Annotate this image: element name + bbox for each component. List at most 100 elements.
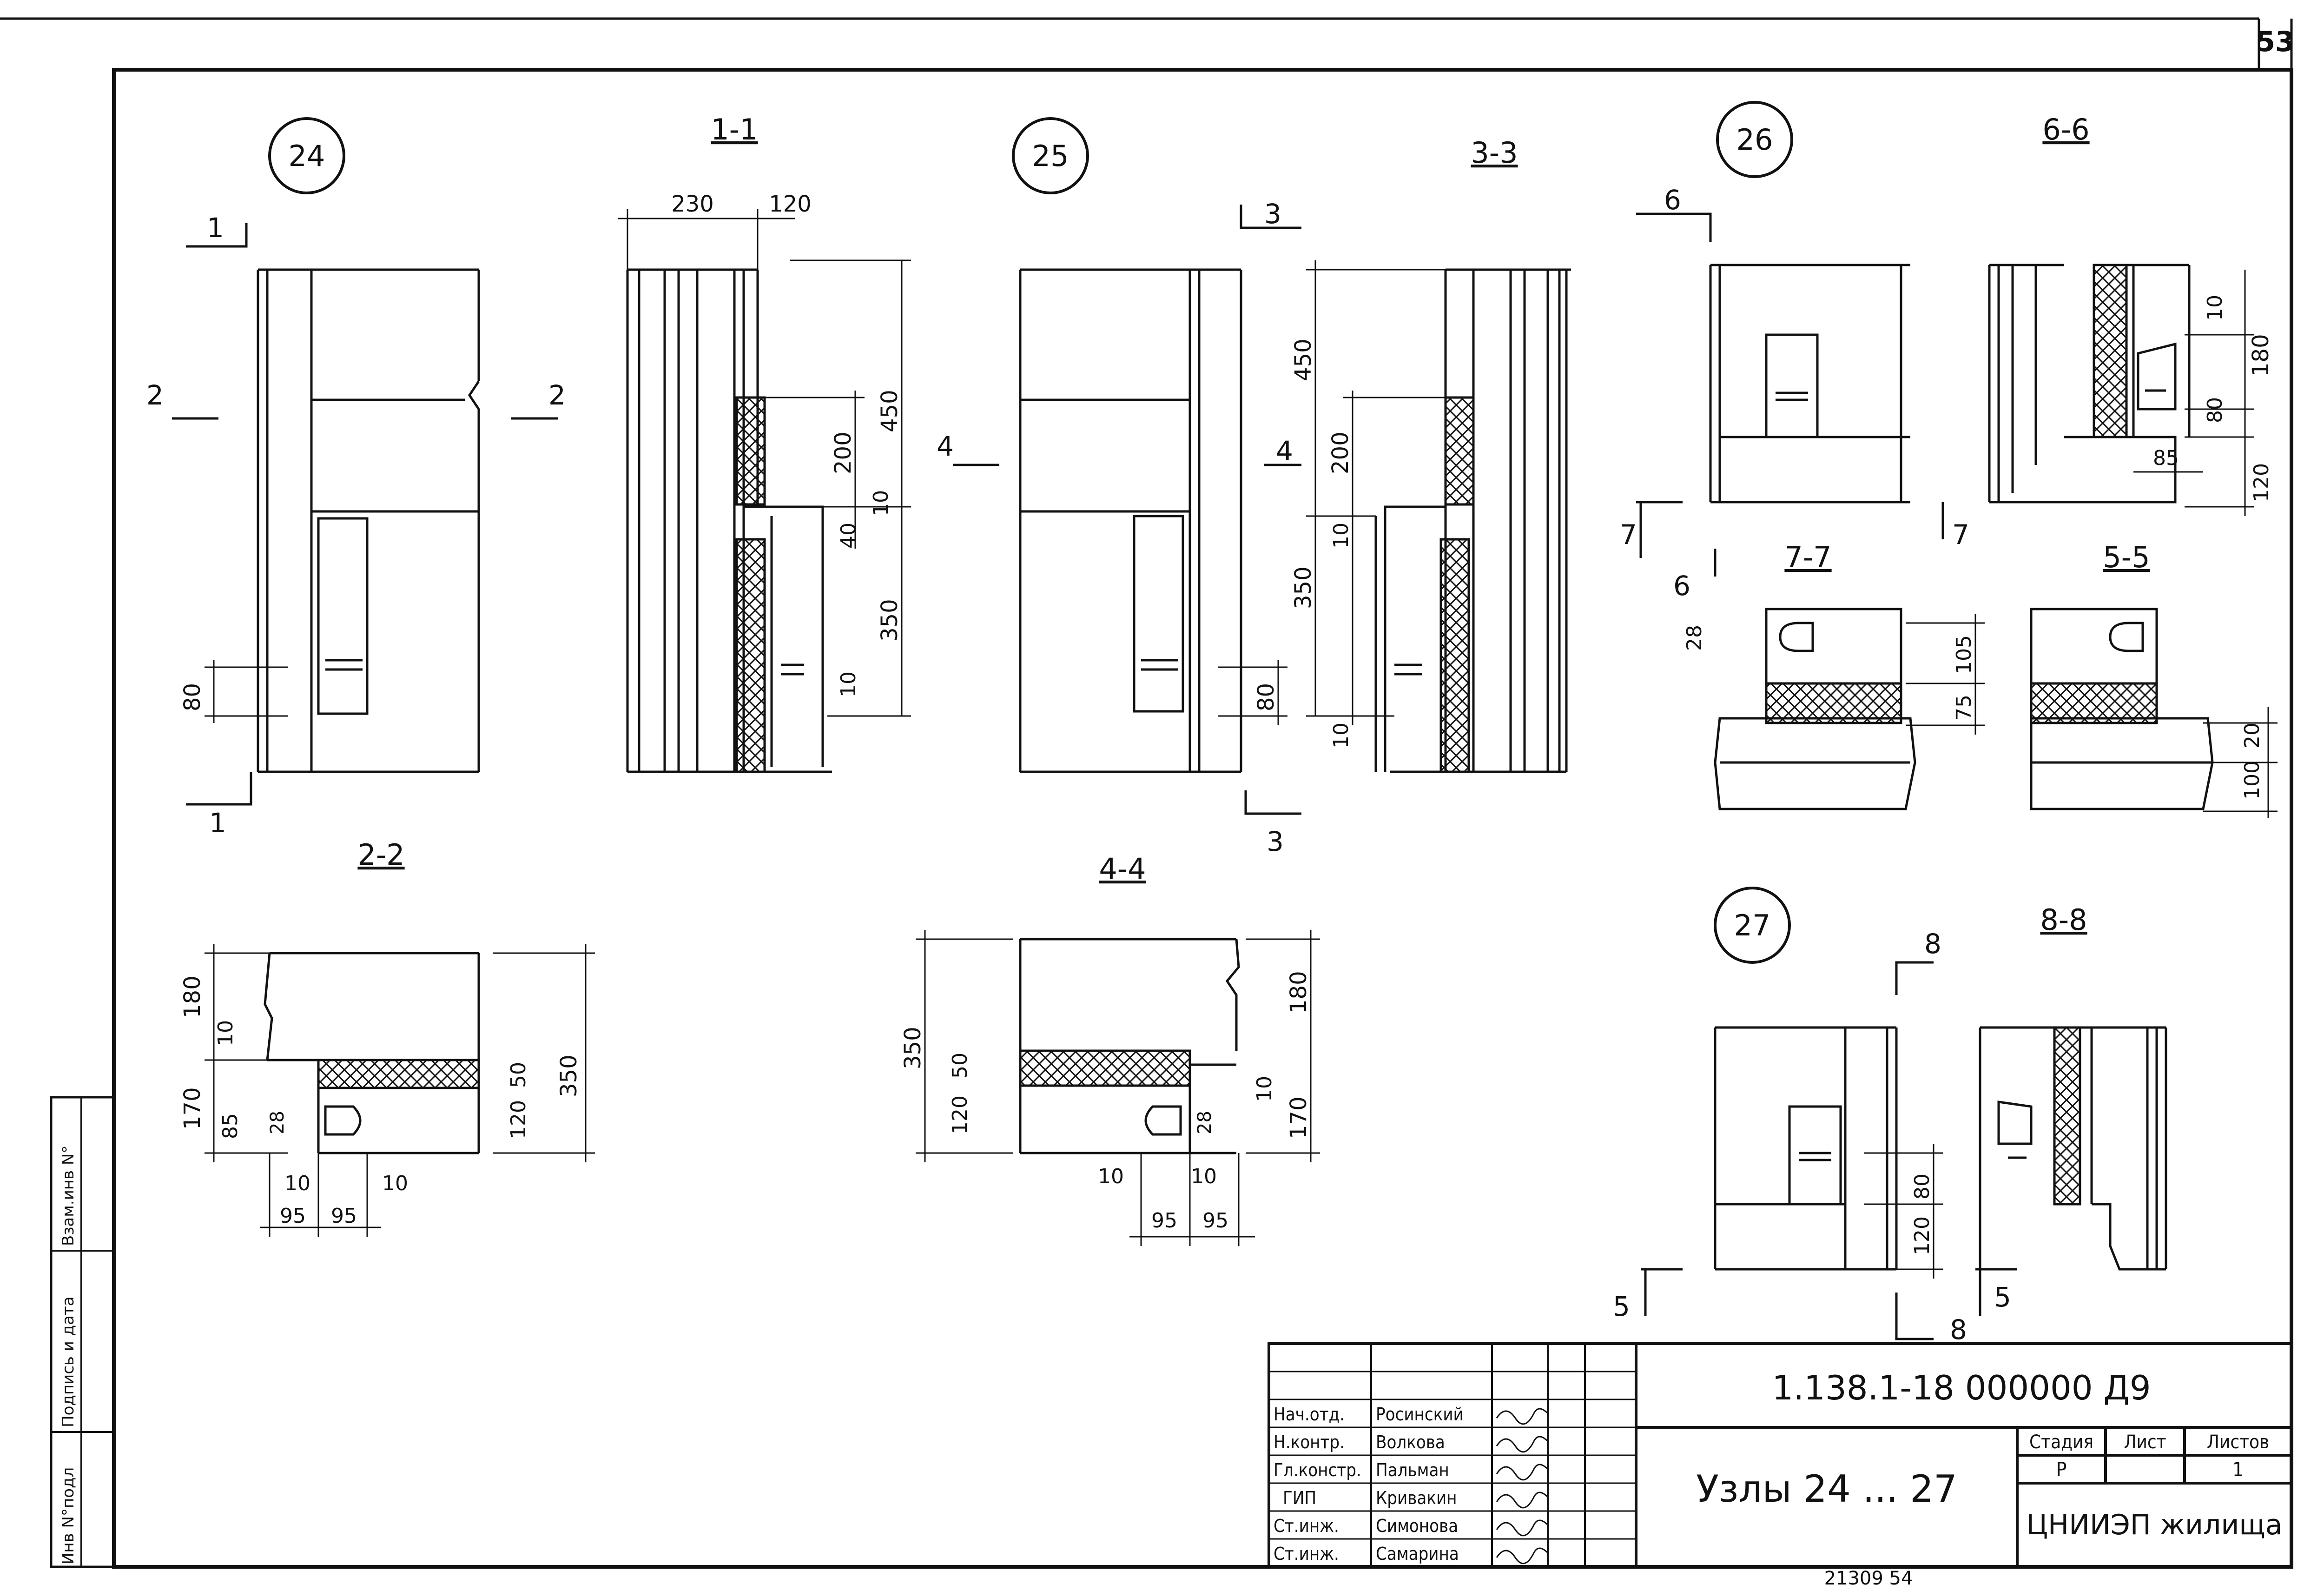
node-27-circle bbox=[1714, 887, 1791, 964]
cut-mark-6-top: 6 bbox=[1664, 184, 1681, 216]
dim-1-1-350: 350 bbox=[877, 599, 903, 642]
dim-4-4-95-right: 95 bbox=[1202, 1209, 1228, 1233]
drawing-title: Узлы 24 ... 27 bbox=[1696, 1467, 1957, 1511]
node-26-elevation bbox=[1636, 101, 1944, 577]
sig-role-1: Нач.отд. bbox=[1274, 1404, 1345, 1425]
cut-mark-8-top: 8 bbox=[1924, 928, 1941, 960]
section-5-5-title: 5-5 bbox=[2103, 540, 2150, 574]
organization: ЦНИИЭП жилища bbox=[2026, 1509, 2282, 1541]
signature-mark-1 bbox=[1496, 1408, 1549, 1425]
section-6-6 bbox=[1988, 264, 2254, 516]
sig-name-2: Волкова bbox=[1376, 1432, 1445, 1452]
dim-4-4-10-right: 10 bbox=[1191, 1165, 1217, 1188]
dim-3-3-10b: 10 bbox=[1329, 723, 1353, 749]
side-stamp: Инв N°подл Подпись и дата Взам.инв N° bbox=[59, 1146, 78, 1564]
signature-rows: Нач.отд. Росинский Н.контр. Волкова Гл.к… bbox=[1274, 1404, 1549, 1564]
node-26-circle bbox=[1716, 101, 1793, 178]
sheets-header: Листов bbox=[2207, 1432, 2269, 1453]
dim-3-3-200: 200 bbox=[1327, 431, 1353, 474]
dim-25-80: 80 bbox=[1253, 683, 1279, 711]
dim-4-4-350: 350 bbox=[900, 1027, 926, 1069]
dim-1-1-120: 120 bbox=[769, 191, 812, 217]
signature-mark-6 bbox=[1496, 1547, 1549, 1564]
dim-4-4-180: 180 bbox=[1286, 971, 1312, 1014]
sheet-code: 21309 54 bbox=[1824, 1568, 1913, 1589]
dim-2-2-120: 120 bbox=[507, 1100, 530, 1139]
dim-3-3-10: 10 bbox=[1329, 523, 1353, 549]
section-1-1 bbox=[618, 209, 911, 773]
cut-mark-1-top: 1 bbox=[207, 212, 224, 244]
dim-4-4-95-left: 95 bbox=[1151, 1209, 1177, 1233]
section-4-4-title: 4-4 bbox=[1099, 852, 1146, 886]
cut-mark-2-left: 2 bbox=[146, 379, 164, 411]
sig-name-5: Симонова bbox=[1376, 1516, 1458, 1536]
node-25-elevation bbox=[953, 117, 1301, 815]
dim-1-1-40: 40 bbox=[837, 523, 860, 549]
node-24-label: 24 bbox=[289, 139, 325, 173]
section-1-1-title: 1-1 bbox=[711, 113, 758, 146]
sheet-frame bbox=[0, 17, 2293, 1569]
dim-2-2-85: 85 bbox=[218, 1113, 242, 1139]
section-7-7-title: 7-7 bbox=[1784, 540, 1831, 574]
stage-value: Р bbox=[2056, 1458, 2067, 1481]
dim-2-2-350: 350 bbox=[556, 1054, 582, 1097]
node-24-elevation bbox=[172, 117, 558, 806]
cut-mark-8-bottom: 8 bbox=[1950, 1314, 1967, 1346]
signature-mark-5 bbox=[1496, 1519, 1549, 1537]
side-stamp-sign: Подпись и дата bbox=[59, 1296, 78, 1427]
sheet-header: Лист bbox=[2124, 1432, 2166, 1453]
dim-3-3-350: 350 bbox=[1290, 566, 1316, 609]
dim-4-4-28: 28 bbox=[1194, 1111, 1215, 1134]
dim-6-6-180: 180 bbox=[2248, 334, 2274, 377]
title-block bbox=[1268, 1342, 2293, 1568]
cut-mark-5-left: 5 bbox=[1613, 1291, 1630, 1322]
dim-2-2-95-left: 95 bbox=[280, 1204, 306, 1228]
cut-mark-3-top: 3 bbox=[1264, 198, 1281, 230]
dim-1-1-10b: 10 bbox=[837, 671, 860, 697]
dim-6-6-80: 80 bbox=[2203, 397, 2227, 423]
section-2-2 bbox=[205, 944, 595, 1237]
sheet-number: 53 bbox=[2256, 26, 2295, 58]
section-3-3-title: 3-3 bbox=[1471, 136, 1518, 170]
sig-name-4: Кривакин bbox=[1376, 1488, 1457, 1508]
cut-mark-1-bottom: 1 bbox=[209, 807, 226, 839]
dim-6-6-120: 120 bbox=[2250, 463, 2273, 502]
cut-mark-6-bottom: 6 bbox=[1673, 570, 1690, 602]
dim-1-1-230: 230 bbox=[671, 191, 714, 217]
node-26-label: 26 bbox=[1736, 123, 1773, 157]
sig-role-3: Гл.констр. bbox=[1274, 1460, 1361, 1480]
dim-27-120: 120 bbox=[1910, 1216, 1934, 1255]
dim-4-4-120: 120 bbox=[948, 1095, 972, 1134]
sig-role-5: Ст.инж. bbox=[1274, 1516, 1339, 1536]
section-8-8 bbox=[1979, 1026, 2167, 1271]
dim-6-6-85: 85 bbox=[2153, 446, 2179, 470]
section-7-7 bbox=[1714, 608, 1985, 810]
node-24-circle bbox=[268, 117, 345, 194]
dim-1-1-450: 450 bbox=[877, 390, 903, 432]
dim-24-80: 80 bbox=[179, 683, 205, 711]
sig-role-6: Ст.инж. bbox=[1274, 1544, 1339, 1564]
section-8-8-title: 8-8 bbox=[2040, 903, 2087, 937]
sig-name-3: Пальман bbox=[1376, 1460, 1449, 1480]
dim-4-4-10-left: 10 bbox=[1098, 1165, 1124, 1188]
cut-mark-5-right: 5 bbox=[1994, 1281, 2011, 1313]
dim-3-3-450: 450 bbox=[1290, 338, 1316, 381]
sig-name-6: Самарина bbox=[1376, 1544, 1459, 1564]
dim-2-2-180: 180 bbox=[179, 975, 205, 1018]
cut-mark-7-right: 7 bbox=[1952, 519, 1969, 550]
dim-5-5-100: 100 bbox=[2240, 761, 2264, 800]
dim-7-7-28: 28 bbox=[1683, 625, 1706, 651]
section-4-4 bbox=[916, 930, 1320, 1246]
section-5-5 bbox=[2030, 608, 2278, 818]
cut-mark-7-left: 7 bbox=[1620, 519, 1637, 550]
dim-5-5-20: 20 bbox=[2240, 723, 2264, 749]
dim-4-4-50: 50 bbox=[948, 1053, 972, 1079]
dim-2-2-170: 170 bbox=[179, 1087, 205, 1130]
node-25-circle bbox=[1012, 117, 1089, 194]
section-2-2-title: 2-2 bbox=[357, 838, 404, 872]
sheets-value: 1 bbox=[2232, 1458, 2244, 1481]
node-25-label: 25 bbox=[1032, 139, 1069, 173]
sig-role-2: Н.контр. bbox=[1274, 1432, 1345, 1452]
dim-2-2-10: 10 bbox=[214, 1020, 238, 1046]
